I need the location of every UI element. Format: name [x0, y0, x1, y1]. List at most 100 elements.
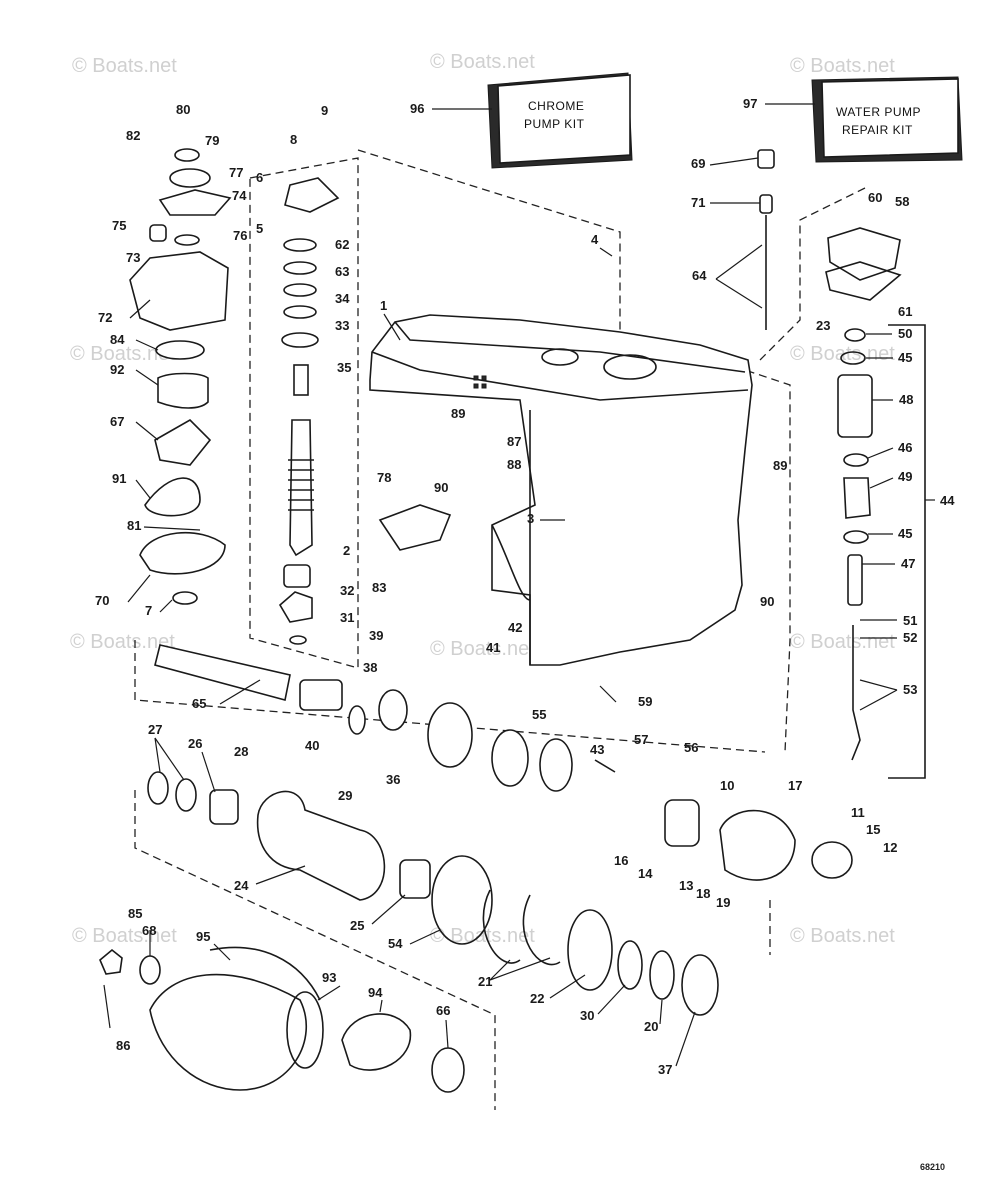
- callout-23: 23: [816, 318, 830, 333]
- callout-90b: 90: [760, 594, 774, 609]
- bearing-2: [283, 564, 311, 588]
- watermark: © Boats.net: [72, 925, 177, 947]
- callout-56: 56: [684, 740, 698, 755]
- watermark: © Boats.net: [430, 925, 535, 947]
- gear-36: [427, 702, 473, 768]
- callout-9: 9: [321, 103, 328, 118]
- callout-58: 58: [895, 194, 909, 209]
- gear-38: [378, 689, 408, 731]
- kit-label-line2: PUMP KIT: [524, 117, 585, 131]
- callout-62: 62: [335, 237, 349, 252]
- grommet-77: [169, 168, 211, 188]
- oring-46: [843, 453, 869, 467]
- watermark: © Boats.net: [72, 55, 177, 77]
- pump-housing-72: [129, 251, 229, 331]
- plate-22: [567, 909, 613, 991]
- water-pump-kit-box: WATER PUMP REPAIR KIT: [811, 76, 963, 163]
- callout-42: 42: [508, 620, 522, 635]
- liner-75: [149, 224, 167, 242]
- callout-88: 88: [507, 457, 521, 472]
- kit-label-line1: WATER PUMP: [836, 105, 921, 119]
- callout-61: 61: [898, 304, 912, 319]
- callout-91: 91: [112, 471, 126, 486]
- pinion-32: [278, 591, 313, 623]
- kit-label-line2: REPAIR KIT: [842, 123, 913, 137]
- plate-84: [155, 340, 205, 360]
- callout-96: 96: [410, 101, 424, 116]
- callout-28: 28: [234, 744, 248, 759]
- seal-73: [174, 234, 200, 246]
- callout-10: 10: [720, 778, 734, 793]
- bearing-25: [399, 859, 431, 899]
- callout-20: 20: [644, 1019, 658, 1034]
- bracket-44: [888, 324, 926, 779]
- callout-7: 7: [145, 603, 152, 618]
- callouts: 1 2 3 4 5 6 7 8 9 10 11 12 13 14 15 16 1…: [95, 102, 955, 1077]
- callout-11: 11: [851, 805, 865, 820]
- bearing-26: [209, 789, 239, 825]
- callout-89: 89: [451, 406, 465, 421]
- callout-77: 77: [229, 165, 243, 180]
- gear-housing-outline: [134, 790, 496, 1110]
- callout-38: 38: [363, 660, 377, 675]
- callout-12: 12: [883, 840, 897, 855]
- callout-65: 65: [192, 696, 206, 711]
- shift-rod-47: [847, 554, 863, 606]
- callout-45b: 45: [898, 526, 912, 541]
- callout-29: 29: [338, 788, 352, 803]
- propshaft-65: [154, 644, 291, 701]
- callout-19: 19: [716, 895, 730, 910]
- callout-30: 30: [580, 1008, 594, 1023]
- seal-27b: [175, 778, 197, 812]
- callout-70: 70: [95, 593, 109, 608]
- seal-50: [844, 328, 866, 342]
- flange-6: [284, 177, 340, 213]
- gasket-91: [144, 477, 201, 517]
- gasket-23: [825, 261, 902, 301]
- cover-15: [811, 841, 853, 879]
- callout-93: 93: [322, 970, 336, 985]
- callout-18: 18: [696, 886, 710, 901]
- callout-14: 14: [638, 866, 653, 881]
- washer-62: [283, 261, 317, 275]
- callout-34: 34: [335, 291, 350, 306]
- watermark: © Boats.net: [790, 925, 895, 947]
- watermark: © Boats.net: [430, 51, 535, 73]
- oring-45b: [843, 530, 869, 544]
- callout-71: 71: [691, 195, 705, 210]
- bearing-33: [281, 332, 319, 348]
- spline-35: [293, 364, 309, 396]
- retaining-ring-21a: [482, 889, 521, 964]
- pump-plate: [158, 189, 232, 216]
- callout-36: 36: [386, 772, 400, 787]
- clutch-dog: [299, 679, 343, 711]
- seal-5: [283, 238, 317, 252]
- callout-49: 49: [898, 469, 912, 484]
- propshaft-parts: [154, 644, 853, 881]
- callout-59: 59: [638, 694, 652, 709]
- callout-80: 80: [176, 102, 190, 117]
- bushing-49: [843, 477, 871, 519]
- watermark: © Boats.net: [70, 343, 175, 365]
- gearcase-housing: [369, 314, 753, 666]
- callout-92: 92: [110, 362, 124, 377]
- callout-95: 95: [196, 929, 210, 944]
- callout-64: 64: [692, 268, 707, 283]
- callout-57: 57: [634, 732, 648, 747]
- callout-76: 76: [233, 228, 247, 243]
- callout-27: 27: [148, 722, 162, 737]
- connector-71: [759, 194, 773, 214]
- callout-37: 37: [658, 1062, 672, 1077]
- callout-67: 67: [110, 414, 124, 429]
- shift-parts: [757, 149, 926, 779]
- seal-7: [172, 591, 198, 605]
- callout-78: 78: [377, 470, 391, 485]
- propeller-blade: [209, 946, 321, 1001]
- watermark: © Boats.net: [790, 55, 895, 77]
- callout-83: 83: [372, 580, 386, 595]
- driveshaft-parts: [278, 177, 340, 645]
- callout-90: 90: [434, 480, 448, 495]
- callout-47: 47: [901, 556, 915, 571]
- pin-86: [103, 984, 111, 1029]
- callout-1: 1: [380, 298, 387, 313]
